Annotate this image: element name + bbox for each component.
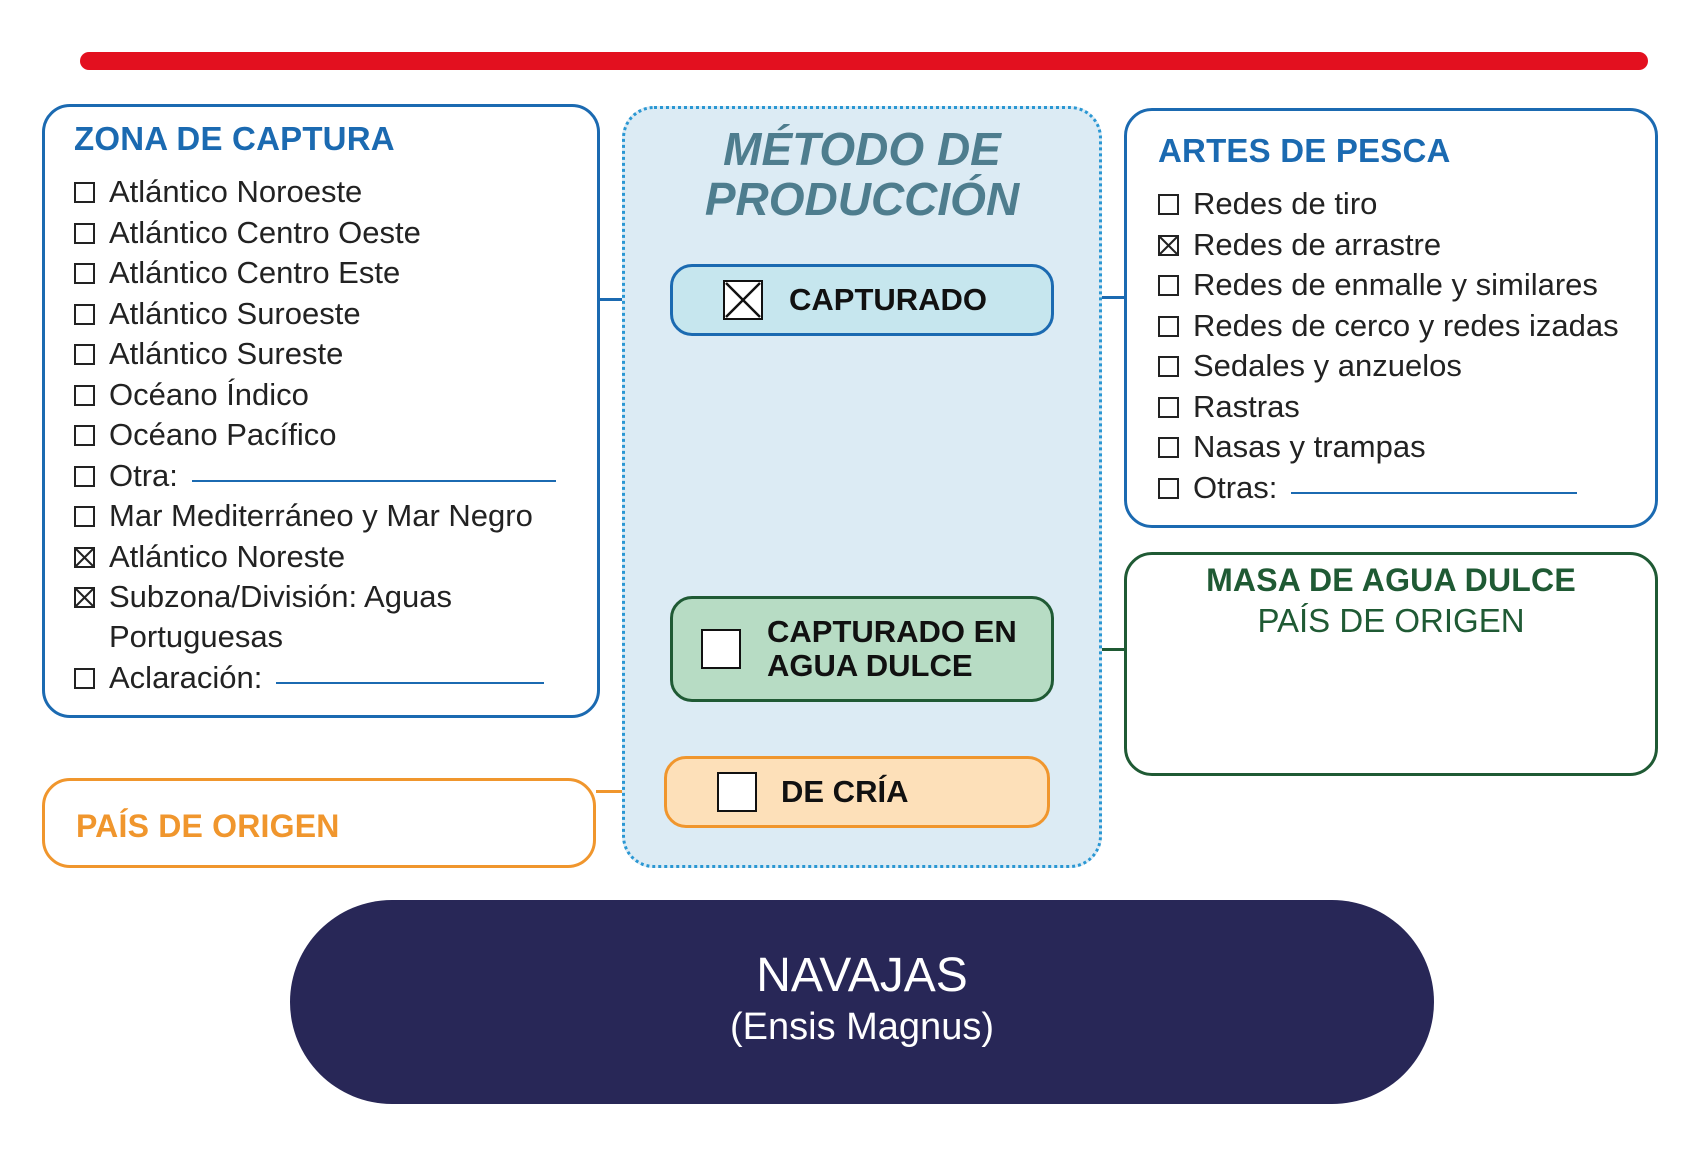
list-item[interactable]: Océano Índico	[74, 375, 594, 416]
capturado-checkbox[interactable]	[723, 280, 763, 320]
metodo-produccion-title: MÉTODO DE PRODUCCIÓN	[622, 124, 1102, 224]
item-label: Redes de enmalle y similares	[1193, 267, 1598, 302]
otra-input-line[interactable]	[191, 456, 556, 482]
checkbox[interactable]	[74, 465, 95, 487]
list-item[interactable]: Atlántico Noreste	[74, 537, 594, 578]
checkbox[interactable]	[74, 384, 95, 406]
checkbox[interactable]	[74, 222, 95, 244]
list-item[interactable]: Redes de cerco y redes izadas	[1158, 306, 1658, 347]
checkbox[interactable]	[74, 303, 95, 325]
item-label: Otra:	[109, 457, 178, 493]
capturado-label: CAPTURADO	[789, 282, 988, 317]
checkbox[interactable]	[1158, 356, 1179, 377]
checkbox[interactable]	[1158, 275, 1179, 296]
list-item[interactable]: Océano Pacífico	[74, 415, 594, 456]
pais-origen-title: PAÍS DE ORIGEN	[76, 808, 340, 844]
checkbox[interactable]	[1158, 396, 1179, 418]
pais-origen-panel	[42, 778, 596, 868]
de-cria-option[interactable]: DE CRÍA	[664, 756, 1050, 828]
list-item[interactable]: Mar Mediterráneo y Mar Negro	[74, 496, 594, 537]
list-item[interactable]: Otra:	[74, 456, 594, 497]
item-label: Sedales y anzuelos	[1193, 348, 1462, 383]
agua-dulce-label-line1: CAPTURADO EN	[767, 614, 1017, 649]
list-item[interactable]: Atlántico Centro Este	[74, 253, 594, 294]
list-item[interactable]: Atlántico Suroeste	[74, 294, 594, 335]
item-label: Atlántico Centro Oeste	[109, 214, 421, 250]
item-label: Atlántico Noroeste	[109, 174, 363, 209]
item-label: Otras:	[1193, 469, 1278, 505]
capturado-agua-dulce-option[interactable]: CAPTURADO EN AGUA DULCE	[670, 596, 1054, 702]
item-label: Atlántico Noreste	[109, 538, 346, 574]
item-label: Redes de arrastre	[1193, 226, 1442, 262]
item-label: Océano Índico	[109, 376, 309, 412]
capturado-option[interactable]: CAPTURADO	[670, 264, 1054, 336]
item-label: Océano Pacífico	[109, 417, 337, 452]
item-label: Atlántico Sureste	[109, 336, 344, 371]
zona-captura-panel	[42, 104, 600, 718]
list-item[interactable]: Atlántico Noroeste	[74, 172, 594, 213]
metodo-title-line1: MÉTODO DE	[723, 123, 1001, 175]
aclaracion-input-line[interactable]	[276, 658, 545, 684]
list-item[interactable]: Atlántico Sureste	[74, 334, 594, 375]
zona-captura-list: Atlántico Noroeste Atlántico Centro Oest…	[74, 172, 594, 699]
masa-pais-origen-label: PAÍS DE ORIGEN	[1257, 602, 1525, 639]
checkbox-checked[interactable]	[74, 587, 95, 608]
de-cria-label: DE CRÍA	[781, 774, 909, 809]
checkbox[interactable]	[74, 668, 95, 689]
list-item[interactable]: Otras:	[1158, 468, 1658, 509]
artes-pesca-title: ARTES DE PESCA	[1158, 132, 1451, 169]
checkbox[interactable]	[74, 425, 95, 446]
agua-dulce-label: CAPTURADO EN AGUA DULCE	[767, 615, 1017, 683]
checkbox-checked[interactable]	[1158, 234, 1179, 256]
checkbox[interactable]	[74, 182, 95, 203]
product-banner	[290, 900, 1434, 1104]
metodo-title-line2: PRODUCCIÓN	[704, 173, 1020, 225]
product-name: NAVAJAS	[756, 949, 968, 1002]
list-item[interactable]: Aclaración:	[74, 658, 594, 699]
product-scientific-name: (Ensis Magnus)	[730, 1006, 994, 1048]
list-item[interactable]: Redes de tiro	[1158, 184, 1658, 225]
agua-dulce-label-line2: AGUA DULCE	[767, 648, 973, 683]
masa-agua-dulce-title: MASA DE AGUA DULCE	[1206, 562, 1576, 598]
item-label: Nasas y trampas	[1193, 429, 1426, 464]
top-red-bar	[80, 52, 1648, 70]
list-item[interactable]: Nasas y trampas	[1158, 427, 1658, 468]
item-label: Redes de cerco y redes izadas	[1193, 307, 1619, 343]
list-item[interactable]: Redes de enmalle y similares	[1158, 265, 1658, 306]
item-label: Rastras	[1193, 388, 1300, 424]
checkbox-checked[interactable]	[74, 546, 95, 568]
artes-pesca-panel	[1124, 108, 1658, 528]
artes-pesca-list: Redes de tiro Redes de arrastre Redes de…	[1158, 184, 1658, 508]
item-label: Subzona/División: Aguas Portuguesas	[109, 579, 452, 654]
masa-agua-dulce-panel	[1124, 552, 1658, 776]
list-item[interactable]: Rastras	[1158, 387, 1658, 428]
checkbox[interactable]	[74, 506, 95, 527]
list-item[interactable]: Sedales y anzuelos	[1158, 346, 1658, 387]
list-item[interactable]: Subzona/División: Aguas Portuguesas	[74, 577, 594, 658]
checkbox[interactable]	[74, 263, 95, 284]
checkbox[interactable]	[1158, 477, 1179, 499]
item-label: Aclaración:	[109, 660, 263, 695]
checkbox[interactable]	[1158, 315, 1179, 337]
otras-input-line[interactable]	[1291, 468, 1578, 494]
metodo-produccion-panel	[622, 106, 1102, 868]
checkbox[interactable]	[1158, 437, 1179, 458]
list-item[interactable]: Redes de arrastre	[1158, 225, 1658, 266]
item-label: Atlántico Centro Este	[109, 255, 401, 290]
de-cria-checkbox[interactable]	[717, 772, 757, 812]
zona-captura-title: ZONA DE CAPTURA	[74, 120, 395, 157]
item-label: Atlántico Suroeste	[109, 295, 361, 331]
agua-dulce-checkbox[interactable]	[701, 629, 741, 669]
list-item[interactable]: Atlántico Centro Oeste	[74, 213, 594, 254]
checkbox[interactable]	[1158, 194, 1179, 215]
checkbox[interactable]	[74, 344, 95, 365]
item-label: Mar Mediterráneo y Mar Negro	[109, 498, 533, 533]
item-label: Redes de tiro	[1193, 186, 1378, 221]
